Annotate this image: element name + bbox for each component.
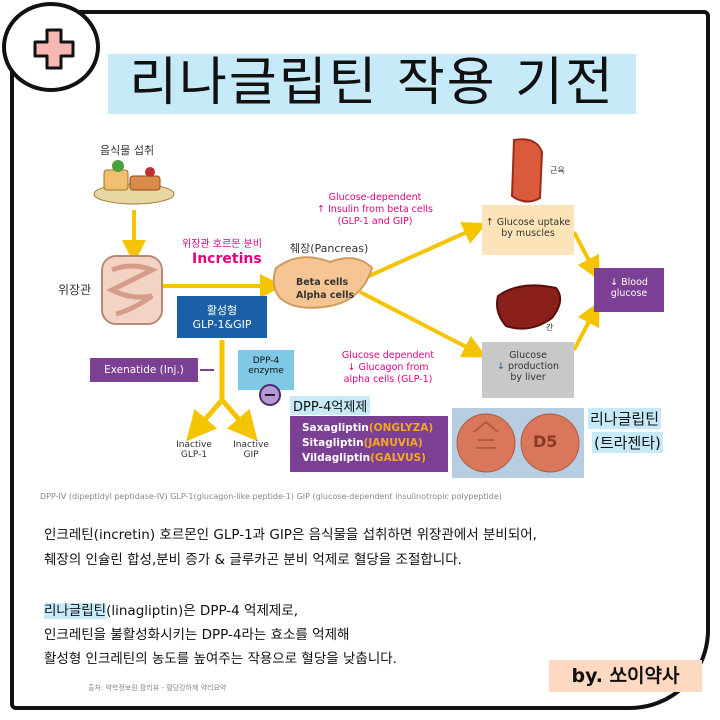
production-line3: by liver (510, 372, 546, 383)
active-box-line1: 활성형 (206, 304, 238, 317)
glucagon-label: Glucose dependent ↓ Glucagon from alpha … (318, 350, 458, 386)
arrow-to-production (359, 290, 487, 358)
active-incretin-box: 활성형 GLP-1&GIP (177, 296, 267, 338)
production-line1: Glucose (509, 350, 547, 361)
drug-brand: (GALVUS) (370, 452, 426, 464)
paragraph-2-line-3: 활성형 인크레틴의 농도를 높여주는 작용으로 혈당을 낮춥니다. (44, 651, 397, 667)
liver-label: 간 (546, 323, 554, 332)
production-down-arrow: ↓ (496, 361, 505, 372)
minus-inhibit-icon: − (259, 384, 281, 406)
pill-imprint: D5 (533, 432, 558, 451)
insulin-label: Glucose-dependent ↑ Insulin from beta ce… (300, 192, 450, 228)
glucose-uptake-box: ↑ Glucose uptake by muscles (482, 205, 574, 255)
food-intake-label: 음식물 섭취 (100, 144, 155, 157)
gi-tract-label: 위장관 (58, 283, 92, 297)
dpp4-enzyme-box: DPP-4 enzyme (238, 350, 294, 390)
arrow-inactive-gip (220, 398, 258, 442)
dpp4-inhibitor-label: DPP-4억제제 (290, 396, 371, 415)
blood-glucose-box: ↓ Blood glucose (594, 268, 664, 312)
beta-cells-label: Beta cells (296, 277, 349, 288)
incretins-label: Incretins (192, 251, 262, 267)
insulin-line3: (GLP-1 and GIP) (337, 216, 413, 227)
arrow-to-uptake (359, 221, 487, 282)
insulin-up-arrow: ↑ (317, 204, 325, 215)
liver-illustration (496, 284, 562, 330)
abbreviation-note: DPP-IV (dipeptidyl peptidase-IV) GLP-1(g… (40, 492, 502, 501)
insulin-line2: Insulin from beta cells (328, 204, 433, 215)
paragraph-1-line-2: 췌장의 인슐린 합성,분비 증가 & 글루카곤 분비 억제로 혈당을 조절합니다… (44, 552, 462, 568)
gi-hormone-label: 위장관 호르몬 분비 (182, 239, 262, 250)
source-note: 출처: 약학정보원 팜리뷰 - 혈당강하제 약리요약 (88, 684, 227, 692)
alpha-cells-label: Alpha cells (296, 290, 355, 301)
glucagon-line2: Glucagon from (358, 362, 429, 373)
arrow-inactive-glp1 (186, 398, 224, 442)
exenatide-box: Exenatide (Inj.) (90, 358, 198, 382)
glucose-production-box: Glucose ↓ production by liver (482, 342, 574, 398)
intestine-illustration (101, 255, 163, 325)
paragraph-2-line-1-rest: (linagliptin)은 DPP-4 억제제로, (106, 603, 299, 619)
glucagon-line3: alpha cells (GLP-1) (343, 374, 433, 385)
linagliptin-highlight: 리나글립틴 (44, 603, 107, 619)
pancreas-label: 췌장(Pancreas) (290, 242, 369, 255)
dpp4-line2: enzyme (248, 366, 284, 376)
title-highlight (108, 54, 636, 114)
glucagon-down-arrow: ↓ (347, 362, 356, 373)
uptake-line2: by muscles (501, 228, 555, 239)
page-title: 리나글립틴 작용 기전 (129, 53, 615, 113)
drug-name: Saxagliptin (302, 422, 369, 434)
blood-down-arrow: ↓ (610, 277, 619, 288)
inactive-gip-line1: Inactive (233, 440, 269, 450)
drug-brand: (ONGLYZA) (368, 422, 434, 434)
plus-badge (2, 2, 100, 92)
arrow-production-to-blood (572, 301, 600, 351)
plus-cross-icon (33, 28, 75, 70)
blood-line2: glucose (610, 288, 648, 299)
uptake-up-arrow: ↑ (485, 217, 494, 228)
blood-line1: Blood (621, 277, 648, 288)
pill-logo-icon (473, 420, 499, 449)
drug-item-vildagliptin: Vildagliptin(GALVUS) (302, 451, 448, 466)
pill-right (520, 413, 580, 473)
drug-item-sitagliptin: Sitagliptin(JANUVIA) (302, 436, 448, 451)
trajenta-label: (트라젠타) (592, 432, 663, 453)
pancreas-illustration (272, 256, 374, 309)
uptake-line1: Glucose uptake (496, 217, 571, 228)
arrow-uptake-to-blood (572, 231, 600, 281)
inactive-glp1-label: Inactive GLP-1 (170, 440, 218, 460)
paragraph-1-line-1: 인크레틴(incretin) 호르몬인 GLP-1과 GIP은 음식물을 섭취하… (44, 527, 537, 543)
drug-name: Sitagliptin (302, 437, 364, 449)
linagliptin-label: 리나글립틴 (588, 408, 662, 429)
glucagon-line1: Glucose dependent (341, 350, 435, 361)
muscle-illustration (510, 138, 544, 203)
active-box-line2: GLP-1&GIP (192, 318, 252, 331)
dpp4-inhibitor-list: Saxagliptin(ONGLYZA) Sitagliptin(JANUVIA… (290, 416, 448, 472)
production-line2: production (507, 361, 559, 372)
inactive-glp1-line1: Inactive (176, 440, 212, 450)
inactive-glp1-line2: GLP-1 (180, 450, 208, 460)
paragraph-2-line-2: 인크레틴을 불활성화시키는 DPP-4라는 효소를 억제해 (44, 627, 350, 643)
pill-left (456, 413, 516, 473)
rounded-frame (10, 10, 710, 710)
paragraph-2-line-1: 리나글립틴(linagliptin)은 DPP-4 억제제로, (44, 600, 298, 623)
drug-name: Vildagliptin (302, 452, 371, 464)
inactive-gip-line2: GIP (243, 450, 259, 460)
insulin-line1: Glucose-dependent (328, 192, 422, 203)
drug-item-saxagliptin: Saxagliptin(ONGLYZA) (302, 421, 448, 436)
muscle-label: 근육 (550, 166, 565, 175)
drug-brand: (JANUVIA) (363, 437, 423, 449)
author-byline: by. 쏘이약사 (549, 660, 702, 692)
dpp4-line1: DPP-4 (252, 356, 280, 366)
inactive-gip-label: Inactive GIP (228, 440, 274, 460)
food-illustration (93, 160, 175, 205)
